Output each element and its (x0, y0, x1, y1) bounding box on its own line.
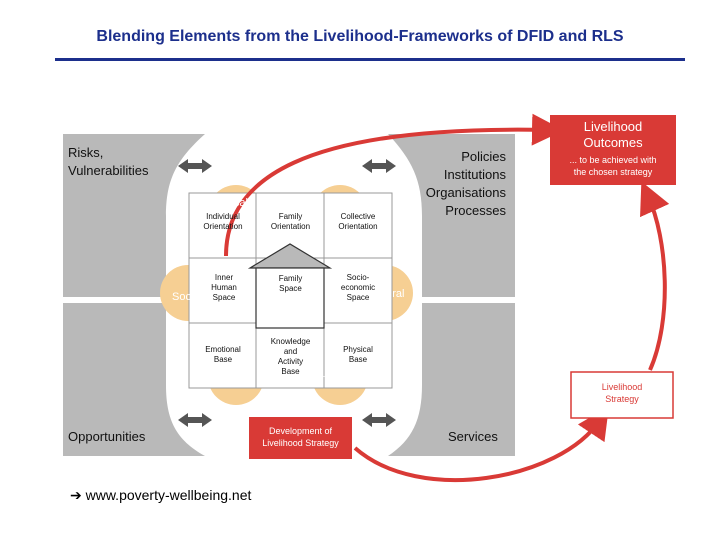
political-label: Political (210, 197, 248, 209)
title-rule (55, 58, 685, 61)
outcomes-text: Livelihood Outcomes ... to be achieved w… (569, 119, 657, 177)
services-label: Services (448, 429, 498, 444)
natural-label: Natural (369, 288, 405, 300)
risks-label: Risks, Vulnerabilities (68, 145, 149, 178)
page-title: Blending Elements from the Livelihood-Fr… (96, 28, 624, 45)
arrow-right-icon: ➔ (70, 487, 82, 503)
physical-label: Physical (212, 373, 253, 385)
policies-block (388, 134, 515, 297)
double-arrows (178, 159, 396, 427)
opportunities-block (63, 303, 205, 456)
policies-label: Policies Institutions Organisations Proc… (425, 149, 506, 218)
social-label: Social (172, 291, 202, 303)
footer-url: www.poverty-wellbeing.net (85, 487, 252, 503)
strategy-box (570, 371, 674, 419)
arc-development-to-strategy (353, 406, 609, 483)
development-text: Development of Livelihood Strategy (262, 426, 339, 448)
arc-to-outcomes (224, 113, 564, 257)
risks-block (63, 134, 205, 297)
footer-link[interactable]: ➔ www.poverty-wellbeing.net (70, 487, 251, 504)
services-block (388, 303, 515, 456)
financial-label: Financial (312, 373, 357, 385)
development-box (249, 417, 352, 459)
outcomes-box (550, 115, 676, 185)
human-label: Human (316, 197, 352, 209)
opportunities-label: Opportunities (68, 429, 146, 444)
arc-strategy-to-outcomes (640, 181, 670, 371)
strategy-text: Livelihood Strategy (601, 382, 643, 404)
house-body (255, 267, 325, 329)
